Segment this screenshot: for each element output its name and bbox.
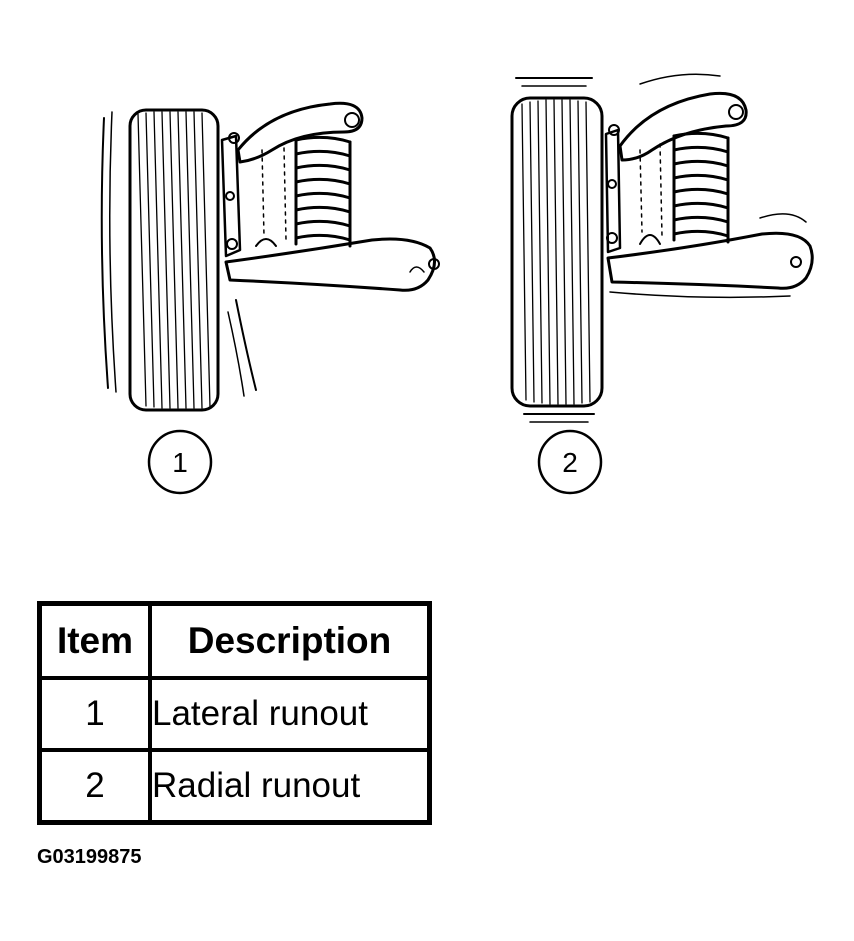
table-header-row: Item Description: [37, 601, 432, 680]
callout-label-1: 1: [172, 447, 188, 478]
table-cell-description: Lateral runout: [148, 676, 432, 752]
column-header-description: Description: [148, 601, 432, 680]
callout-circle-2: [537, 429, 603, 495]
lateral-runout-wheel-assembly: [100, 101, 440, 412]
runout-drawing: 1 2: [100, 73, 814, 495]
callout-label-2: 2: [562, 447, 578, 478]
callout-circle-1: [147, 429, 213, 495]
runout-illustration: 1 2: [100, 73, 814, 495]
table-cell-item: 2: [37, 748, 152, 825]
column-header-item: Item: [37, 601, 152, 680]
item-description-table: Item Description 1 Lateral runout 2 Radi…: [37, 601, 432, 825]
table-row: 1 Lateral runout: [37, 676, 432, 752]
table-cell-description: Radial runout: [148, 748, 432, 825]
radial-runout-wheel-assembly: [510, 73, 814, 423]
table-cell-item: 1: [37, 676, 152, 752]
table-row: 2 Radial runout: [37, 748, 432, 825]
figure-id: G03199875: [37, 846, 142, 868]
